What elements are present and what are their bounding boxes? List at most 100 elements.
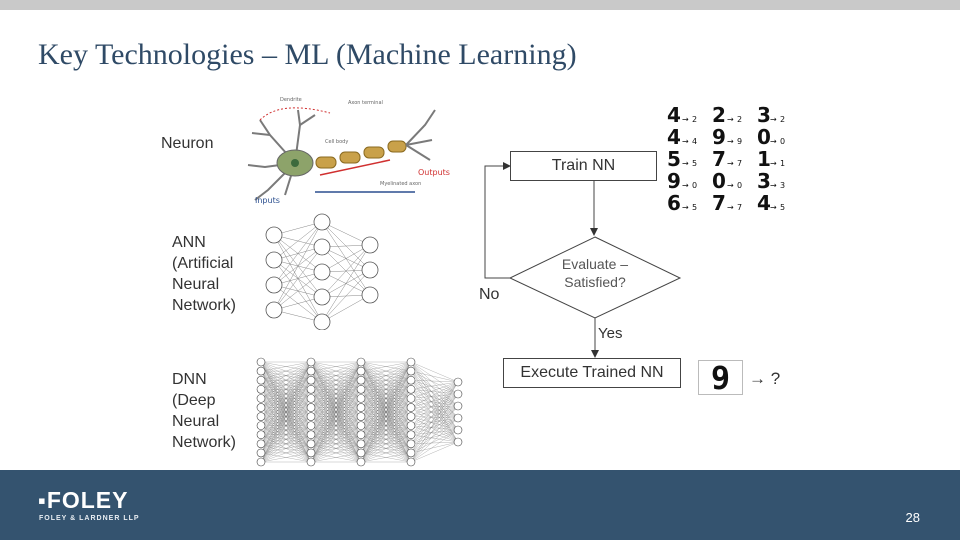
- digit-arrow: →: [727, 115, 734, 124]
- svg-text:Myelinated axon: Myelinated axon: [380, 181, 421, 187]
- svg-text:Dendrite: Dendrite: [280, 97, 302, 103]
- handwritten-digit: 7: [712, 191, 726, 215]
- page-number: 28: [905, 510, 920, 525]
- dnn-node: [256, 448, 266, 458]
- dnn-node: [356, 421, 366, 430]
- handwritten-digit: 1: [757, 147, 771, 171]
- ann-node: [265, 251, 283, 269]
- dnn-node: [306, 448, 316, 458]
- digit-label: 2: [737, 115, 742, 124]
- dnn-node: [406, 403, 416, 412]
- digit-arrow: →: [770, 137, 777, 146]
- digit-label: 0: [737, 181, 742, 190]
- dnn-node: [356, 384, 366, 394]
- dnn-node: [453, 389, 463, 399]
- foley-logo-subtitle: FOLEY & LARDNER LLP: [39, 515, 140, 522]
- dnn-node: [406, 439, 416, 449]
- ann-node: [313, 313, 331, 330]
- ann-node: [313, 288, 331, 306]
- dnn-node: [306, 430, 316, 440]
- dnn-node: [306, 394, 316, 403]
- foley-logo: ▪FOLEY: [38, 487, 129, 513]
- dnn-node: [306, 457, 316, 467]
- evaluate-text: Evaluate – Satisfied?: [561, 256, 629, 290]
- dnn-node: [356, 394, 366, 403]
- top-accent-bar: [0, 0, 960, 10]
- digit-arrow: →: [682, 181, 689, 190]
- digit-label: 5: [780, 203, 785, 212]
- ann-label: ANN (Artificial Neural Network): [172, 234, 237, 314]
- dnn-node: [356, 412, 366, 421]
- dnn-node: [406, 394, 416, 403]
- dnn-node: [306, 375, 316, 385]
- ann-node: [361, 261, 379, 279]
- dnn-node: [306, 366, 316, 376]
- digit-arrow: →: [770, 159, 777, 168]
- handwritten-digit: 2: [712, 104, 726, 127]
- dnn-node: [356, 403, 366, 412]
- digit-arrow: →: [770, 203, 777, 212]
- dnn-node: [453, 377, 463, 387]
- ann-node: [265, 301, 283, 319]
- handwritten-digit: 9: [712, 125, 726, 149]
- dnn-node: [256, 366, 266, 376]
- dnn-label: DNN (Deep Neural Network): [172, 371, 237, 451]
- digit-label: 2: [780, 115, 785, 124]
- result-arrow-question: → ?: [749, 369, 781, 388]
- dnn-node: [306, 421, 316, 430]
- dnn-node: [256, 357, 266, 367]
- ann-node: [361, 286, 379, 304]
- test-digit-image: 9: [698, 358, 743, 397]
- digit-label: 1: [780, 159, 785, 168]
- flowchart-connectors: [484, 162, 682, 358]
- digit-label: 5: [692, 203, 697, 212]
- digit-arrow: →: [727, 181, 734, 190]
- ann-node: [265, 276, 283, 294]
- digit-arrow: →: [682, 159, 689, 168]
- digit-arrow: →: [682, 137, 689, 146]
- handwritten-digit: 3: [757, 169, 771, 193]
- dnn-node: [356, 439, 366, 449]
- digit-label: 7: [737, 159, 742, 168]
- dnn-node: [406, 421, 416, 430]
- execute-trained-nn-box: Execute Trained NN: [503, 358, 681, 388]
- handwritten-digit: 4: [667, 125, 681, 149]
- dnn-node: [256, 430, 266, 440]
- dnn-node: [406, 412, 416, 421]
- handwritten-digit: 6: [667, 191, 681, 215]
- dnn-node: [306, 439, 316, 449]
- dnn-node: [356, 375, 366, 385]
- dnn-node: [356, 357, 366, 367]
- dnn-node: [256, 421, 266, 430]
- digit-label: 4: [692, 137, 697, 146]
- dnn-node: [256, 457, 266, 467]
- dnn-node: [406, 357, 416, 367]
- handwritten-digit: 5: [667, 147, 681, 171]
- dnn-node: [453, 437, 463, 447]
- ann-node: [361, 236, 379, 254]
- digit-label: 0: [780, 137, 785, 146]
- ann-node: [313, 263, 331, 281]
- digit-arrow: →: [727, 159, 734, 168]
- digit-label: 2: [692, 115, 697, 124]
- digit-arrow: →: [727, 137, 734, 146]
- test-digit: 9: [710, 358, 731, 397]
- outputs-label: Outputs: [418, 168, 450, 177]
- dnn-node: [406, 430, 416, 440]
- digit-arrow: →: [770, 181, 777, 190]
- digit-label: 7: [737, 203, 742, 212]
- dnn-node: [406, 448, 416, 458]
- svg-text:Cell body: Cell body: [325, 139, 348, 145]
- ann-diagram: [265, 213, 379, 330]
- handwritten-digit: 0: [757, 125, 771, 149]
- dnn-node: [306, 403, 316, 412]
- handwritten-digit: 4: [757, 191, 771, 215]
- dnn-node: [256, 394, 266, 403]
- digit-label: 0: [692, 181, 697, 190]
- svg-text:Axon terminal: Axon terminal: [348, 100, 383, 106]
- dnn-node: [356, 430, 366, 440]
- yes-label: Yes: [598, 325, 623, 342]
- digit-arrow: →: [682, 203, 689, 212]
